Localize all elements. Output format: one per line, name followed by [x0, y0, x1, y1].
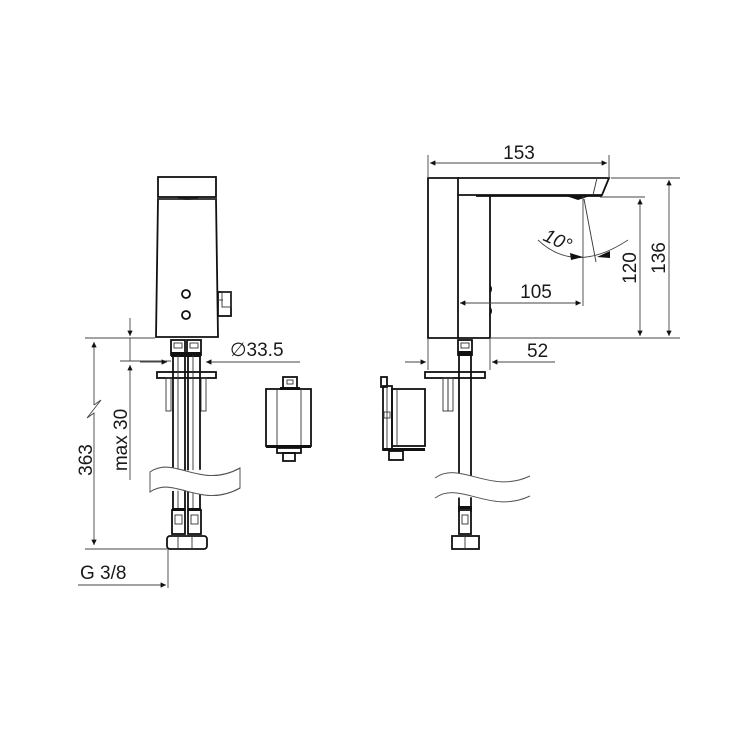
dim-spout-angle: 10° [540, 225, 575, 256]
dim-spout-height: 120 [620, 252, 641, 284]
dim-overall-height: 136 [649, 242, 670, 274]
front-top-cap [157, 176, 217, 198]
dim-spout-reach: 105 [520, 282, 552, 303]
temperature-knob [217, 291, 232, 317]
side-view [424, 177, 611, 550]
front-view [149, 176, 241, 550]
front-indicator-dot [181, 310, 191, 320]
control-box-front [265, 376, 312, 462]
front-dimensions: 363 max 30 ∅33.5 G 3/8 [76, 318, 300, 588]
dim-max-deck: max 30 [111, 409, 132, 471]
side-hose-nut [451, 535, 480, 550]
dim-connection-thread: G 3/8 [80, 563, 126, 584]
hose-nut [166, 535, 208, 550]
side-dimensions: 153 105 10° 120 136 52 [405, 143, 680, 370]
dim-overall-depth: 153 [503, 143, 535, 164]
mounting-plate [156, 371, 217, 379]
side-spout [458, 177, 611, 196]
box-body [265, 388, 312, 447]
side-column [427, 177, 459, 339]
front-indicator-dot [181, 289, 191, 299]
dim-base-depth: 52 [527, 341, 548, 362]
box-side-body [391, 388, 426, 447]
control-box-side [380, 376, 426, 461]
dim-body-diameter: ∅33.5 [230, 340, 284, 361]
front-body [155, 198, 219, 338]
dim-hose-length: 363 [76, 444, 97, 476]
